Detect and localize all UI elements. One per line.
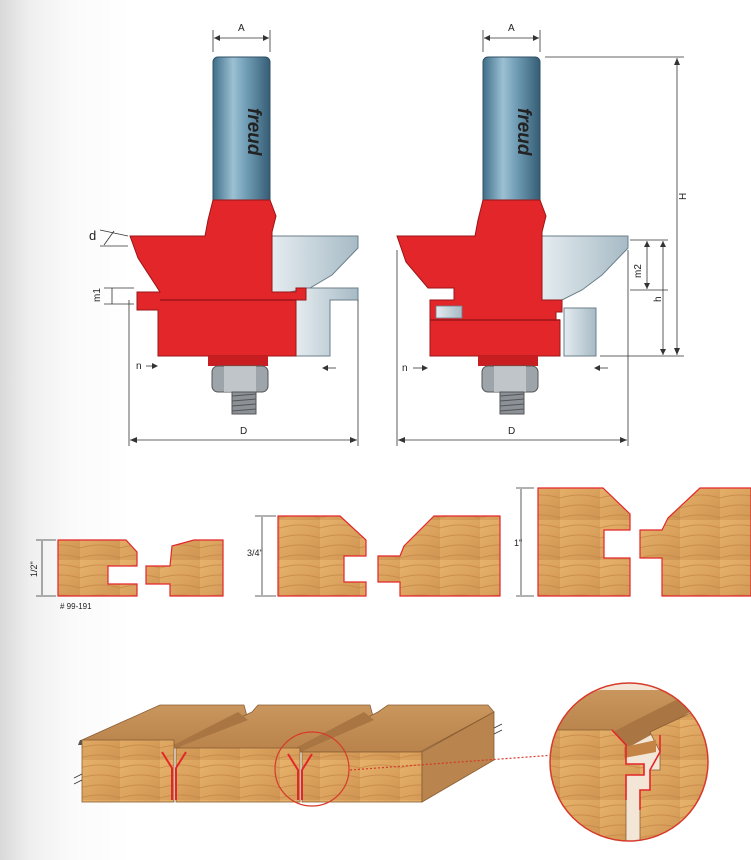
- dim-A-right: A: [508, 23, 515, 34]
- dim-h: h: [653, 296, 664, 302]
- zoom-detail-circle: [549, 682, 709, 842]
- profile-one-inch: 1": [514, 487, 751, 597]
- dim-n-right: n: [402, 363, 408, 374]
- dim-m2: m2: [633, 264, 644, 278]
- router-bit-right: freud A H m2 h n: [396, 23, 689, 446]
- dim-D-left: D: [240, 426, 247, 437]
- dim-d-left: d: [89, 228, 96, 243]
- brand-logo-right: freud: [513, 108, 534, 156]
- groove-board-one: [537, 487, 631, 597]
- carbide-upper-right: [541, 235, 629, 301]
- thickness-label-half: 1/2": [29, 561, 39, 577]
- router-bit-left: freud A d m1 n: [89, 23, 359, 446]
- cutter-body-left: [129, 199, 307, 357]
- groove-board-three-quarter: [277, 515, 367, 597]
- bolt-right: [481, 365, 539, 415]
- cutter-body-right: [396, 199, 563, 357]
- profile-half-inch: 1/2" # 99-191: [29, 539, 224, 611]
- dim-m1-left: m1: [92, 288, 103, 302]
- brand-logo-left: freud: [243, 108, 264, 156]
- dim-D-right: D: [508, 426, 515, 437]
- detail-highlight-circle: [274, 731, 350, 807]
- tongue-board-half: [145, 539, 224, 597]
- hub-left: [208, 356, 268, 366]
- assembled-panel: [73, 704, 556, 807]
- panel-front-board1: [81, 739, 175, 803]
- panel-front-board3: [301, 751, 423, 803]
- tongue-board-one: [639, 487, 751, 597]
- dim-H: H: [678, 193, 689, 200]
- groove-board-half: [57, 539, 138, 597]
- bolt-left: [211, 365, 269, 415]
- dim-n-left: n: [136, 361, 142, 372]
- carbide-lower-right: [563, 307, 597, 357]
- hub-right: [478, 356, 538, 366]
- panel-front-board2: [175, 747, 301, 803]
- zoom-detail: [549, 682, 709, 842]
- tongue-board-three-quarter: [377, 515, 501, 597]
- carbide-upper-left: [271, 235, 359, 293]
- dim-A-left: A: [238, 23, 245, 34]
- profile-three-quarter-inch: 3/4": [247, 515, 501, 597]
- thickness-label-three-quarter: 3/4": [247, 548, 263, 558]
- thickness-label-one: 1": [514, 538, 522, 548]
- part-number: # 99-191: [60, 602, 92, 611]
